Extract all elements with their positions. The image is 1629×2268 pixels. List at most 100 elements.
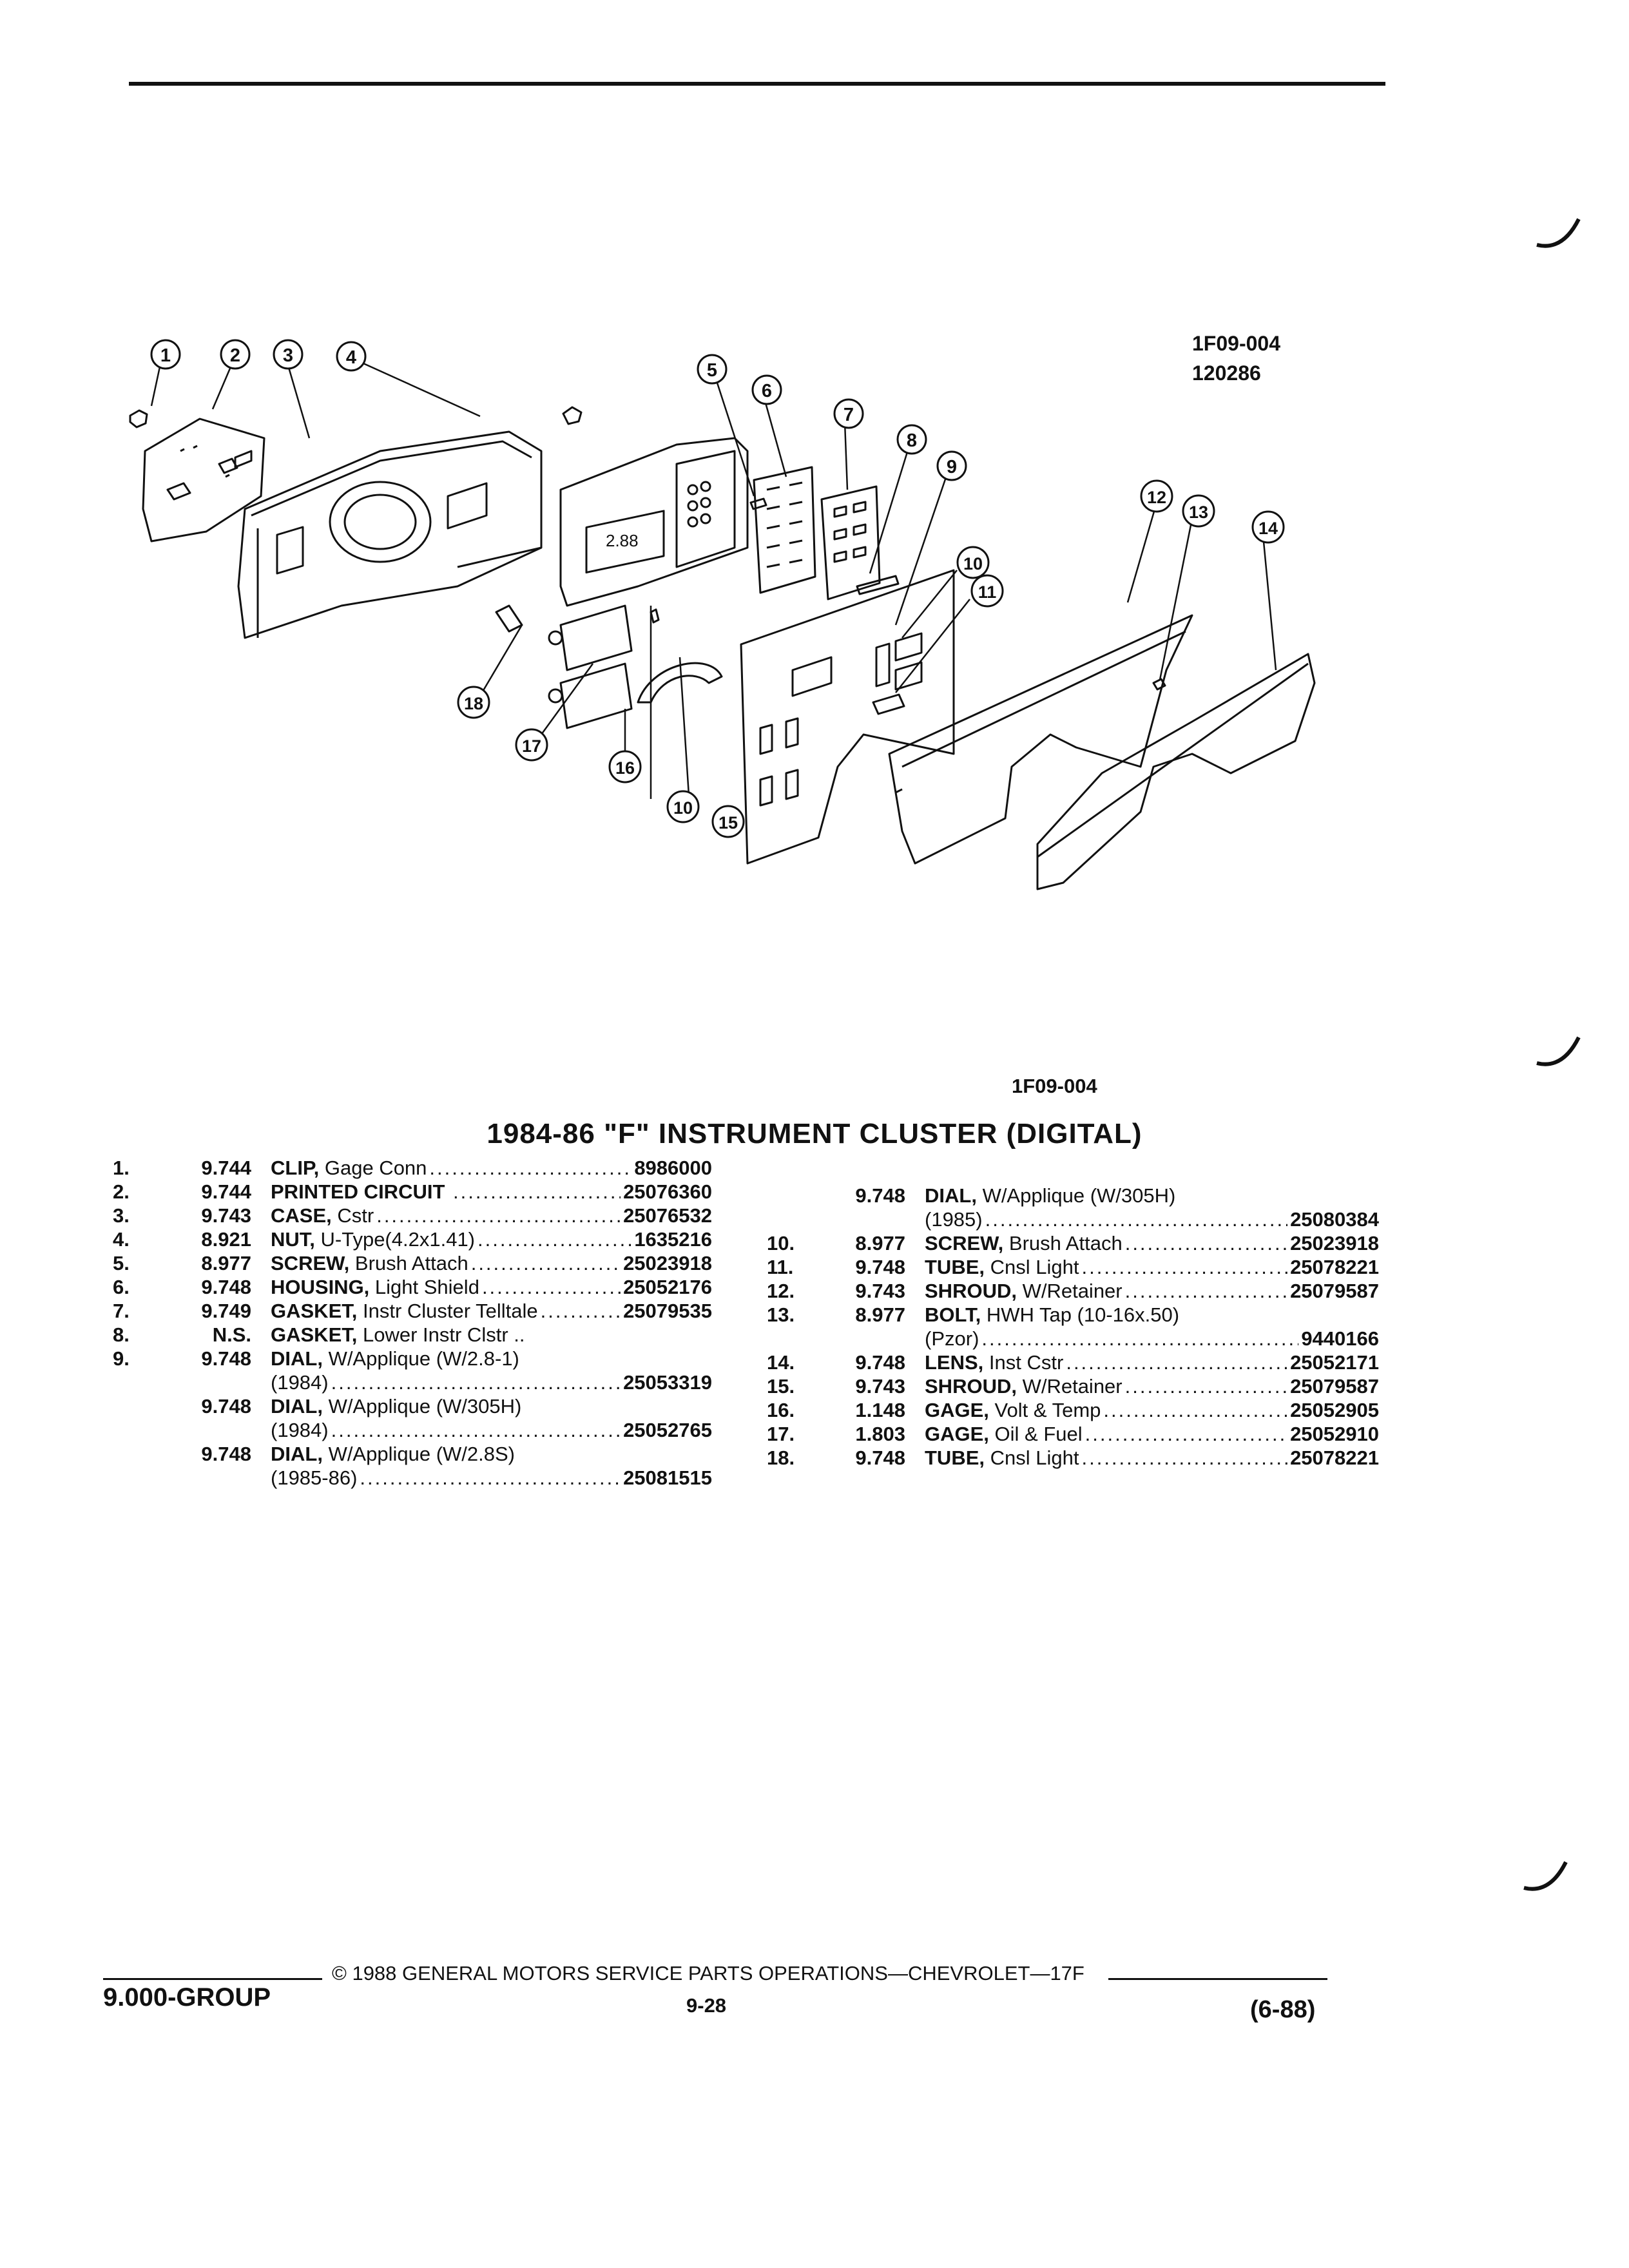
part-tube-18: [495, 604, 523, 633]
part-detail: W/Retainer: [1022, 1375, 1123, 1398]
part-sub-detail: (1985-86): [271, 1466, 358, 1489]
part-number: 9440166: [1301, 1327, 1379, 1350]
callout-group: 1 2 3 4 5 6 7 8 9 10 11 12 13 14 18 17 1…: [150, 339, 1285, 838]
digital-display: [585, 510, 665, 573]
part-name: PRINTED CIRCUIT: [271, 1180, 445, 1203]
callout: 18: [457, 686, 490, 719]
callout: 13: [1182, 494, 1215, 528]
part-number: 25076360: [623, 1180, 712, 1203]
part-tube-11: [872, 693, 905, 715]
callout-label: 3: [283, 345, 293, 366]
part-name: CLIP,: [271, 1157, 320, 1179]
part-detail: W/Applique (W/305H): [328, 1395, 522, 1418]
part-number: 25079587: [1290, 1280, 1379, 1302]
leader-dots: [331, 1371, 621, 1394]
part-group: 8.977: [855, 1232, 905, 1254]
part-name: SCREW,: [925, 1232, 1004, 1254]
part-group: 8.921: [201, 1228, 251, 1251]
part-number-index: 15.: [767, 1375, 795, 1398]
part-sub-detail: (Pzor): [925, 1327, 979, 1350]
leader-dots: [360, 1466, 621, 1490]
part-number: 25079535: [623, 1300, 712, 1322]
leader-dots: [429, 1157, 631, 1180]
part-name: NUT,: [271, 1228, 315, 1251]
callout: 2: [220, 339, 251, 370]
part-number-index: 5.: [113, 1252, 130, 1274]
part-number-index: 11.: [767, 1256, 794, 1278]
leader-dots: [477, 1228, 631, 1251]
part-lower-gasket: [856, 575, 900, 595]
leader-dots: [981, 1327, 1298, 1350]
part-name: HOUSING,: [271, 1276, 370, 1298]
part-number: 25078221: [1290, 1256, 1379, 1278]
part-bolt: [1152, 678, 1166, 691]
leader-dots: [541, 1300, 621, 1323]
part-sub-detail: (1984): [271, 1419, 329, 1441]
callout: 11: [970, 574, 1004, 608]
callout: 10: [666, 790, 700, 823]
leader-dots: [376, 1204, 621, 1227]
part-detail: W/Applique (W/305H): [982, 1184, 1176, 1207]
callout: 8: [896, 424, 927, 455]
part-group: 9.743: [201, 1204, 251, 1227]
part-group: 8.977: [855, 1303, 905, 1326]
part-number-index: 12.: [767, 1280, 795, 1302]
part-number-index: 13.: [767, 1303, 795, 1326]
margin-tick-mark: [1536, 218, 1581, 248]
part-group: 9.743: [855, 1280, 905, 1302]
part-number: 25078221: [1290, 1446, 1379, 1469]
callout-label: 4: [346, 347, 356, 368]
callout: 3: [273, 339, 304, 370]
part-number: 25023918: [1290, 1232, 1379, 1254]
part-lens: [1036, 653, 1316, 890]
part-name: DIAL,: [271, 1347, 323, 1370]
part-gage-volt-temp: [559, 662, 633, 729]
footer-date: (6-88): [1250, 1996, 1316, 2023]
part-name: GAGE,: [925, 1423, 989, 1445]
part-number: 1635216: [634, 1228, 712, 1251]
part-number-index: 3.: [113, 1204, 130, 1227]
part-number: 25081515: [623, 1466, 712, 1489]
part-number-index: 9.: [113, 1347, 130, 1370]
part-display-board: [559, 437, 749, 607]
footer-rule-right: [1108, 1978, 1327, 1980]
part-name: SCREW,: [271, 1252, 350, 1274]
part-name: CASE,: [271, 1204, 332, 1227]
callout: 10: [956, 546, 990, 579]
part-group: 9.748: [201, 1443, 251, 1465]
part-number: 25052910: [1290, 1423, 1379, 1445]
part-detail: Gage Conn: [324, 1157, 427, 1179]
part-detail: Light Shield: [374, 1276, 479, 1298]
part-detail: Cnsl Light: [990, 1256, 1079, 1278]
figure-id: 1F09-004 120286: [1192, 329, 1280, 388]
part-group: 9.748: [201, 1395, 251, 1418]
part-detail: Instr Cluster Telltale: [362, 1300, 538, 1322]
part-number-index: 18.: [767, 1446, 795, 1469]
callout: 4: [336, 341, 367, 372]
part-detail: Brush Attach: [354, 1252, 468, 1274]
footer-group: 9.000-GROUP: [103, 1983, 271, 2012]
leader-dots: [1081, 1256, 1287, 1279]
part-detail: Inst Cstr: [988, 1351, 1064, 1374]
callout: 1: [150, 339, 181, 370]
callout-label: 13: [1189, 503, 1208, 522]
leader-dots: [985, 1208, 1287, 1231]
part-gage-oil-fuel: [559, 604, 633, 671]
part-number-index: 17.: [767, 1423, 795, 1445]
part-number: 25052176: [623, 1276, 712, 1298]
part-row: 8.N.S.GASKET, Lower Instr Clstr ..: [113, 1323, 712, 1347]
